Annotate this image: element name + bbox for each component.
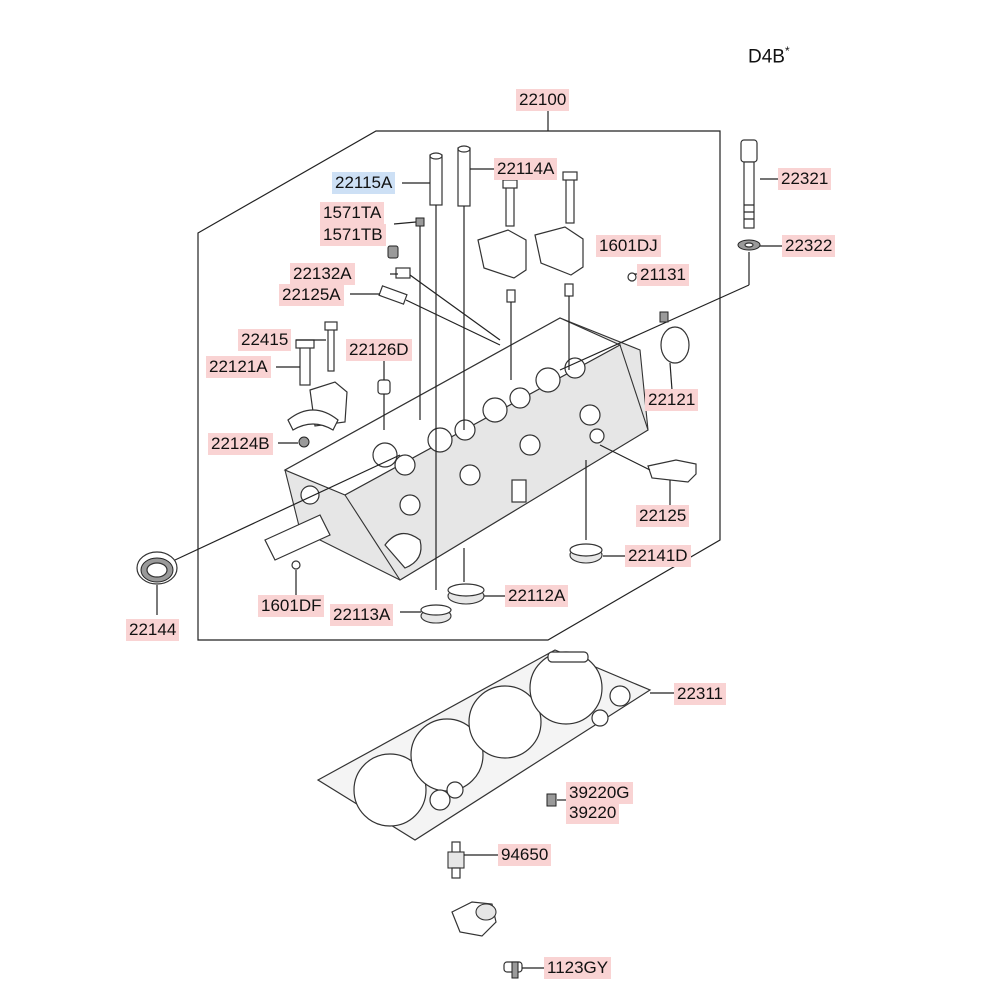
label-22144[interactable]: 22144 bbox=[126, 619, 180, 641]
label-22126D[interactable]: 22126D bbox=[346, 339, 412, 361]
label-22114A[interactable]: 22114A bbox=[494, 158, 558, 180]
label-22125A[interactable]: 22125A bbox=[279, 284, 344, 306]
label-1571TA[interactable]: 1571TA bbox=[320, 202, 385, 224]
label-39220[interactable]: 39220 bbox=[566, 802, 620, 824]
label-22415[interactable]: 22415 bbox=[238, 329, 292, 351]
label-22100[interactable]: 22100 bbox=[516, 89, 570, 111]
model-title-text: D4B bbox=[748, 46, 785, 68]
label-21131[interactable]: 21131 bbox=[637, 264, 690, 286]
bolt-22321 bbox=[559, 139, 761, 371]
misc-parts bbox=[287, 217, 697, 570]
label-22113A[interactable]: 22113A bbox=[330, 604, 394, 626]
label-22321[interactable]: 22321 bbox=[778, 168, 832, 190]
label-22121A[interactable]: 22121A bbox=[206, 356, 271, 378]
label-22121[interactable]: 22121 bbox=[645, 389, 699, 411]
label-1601DF[interactable]: 1601DF bbox=[258, 595, 325, 617]
label-22112A[interactable]: 22112A bbox=[505, 585, 569, 607]
label-22311[interactable]: 22311 bbox=[674, 683, 727, 705]
label-22322[interactable]: 22322 bbox=[782, 235, 836, 257]
model-title-mark: * bbox=[784, 44, 790, 58]
label-1571TB[interactable]: 1571TB bbox=[320, 224, 386, 246]
label-1123GY[interactable]: 1123GY bbox=[544, 957, 612, 979]
head-gasket-drawing bbox=[316, 649, 652, 841]
cylinder-head-drawing bbox=[264, 317, 649, 581]
label-22141D[interactable]: 22141D bbox=[625, 545, 691, 567]
valve-guides bbox=[429, 145, 471, 590]
label-22125[interactable]: 22125 bbox=[636, 505, 690, 527]
label-22115A[interactable]: 22115A bbox=[332, 172, 396, 194]
assembly-frame bbox=[197, 130, 721, 641]
label-94650[interactable]: 94650 bbox=[498, 844, 552, 866]
bottom-fittings bbox=[447, 793, 557, 979]
label-22124B[interactable]: 22124B bbox=[208, 433, 273, 455]
model-title: D4B* bbox=[748, 44, 790, 68]
label-1601DJ[interactable]: 1601DJ bbox=[596, 235, 661, 257]
seals bbox=[136, 454, 603, 624]
label-39220G[interactable]: 39220G bbox=[566, 782, 633, 804]
leader-lines bbox=[276, 168, 782, 969]
label-22132A[interactable]: 22132A bbox=[290, 263, 355, 285]
cam-caps bbox=[477, 171, 584, 380]
